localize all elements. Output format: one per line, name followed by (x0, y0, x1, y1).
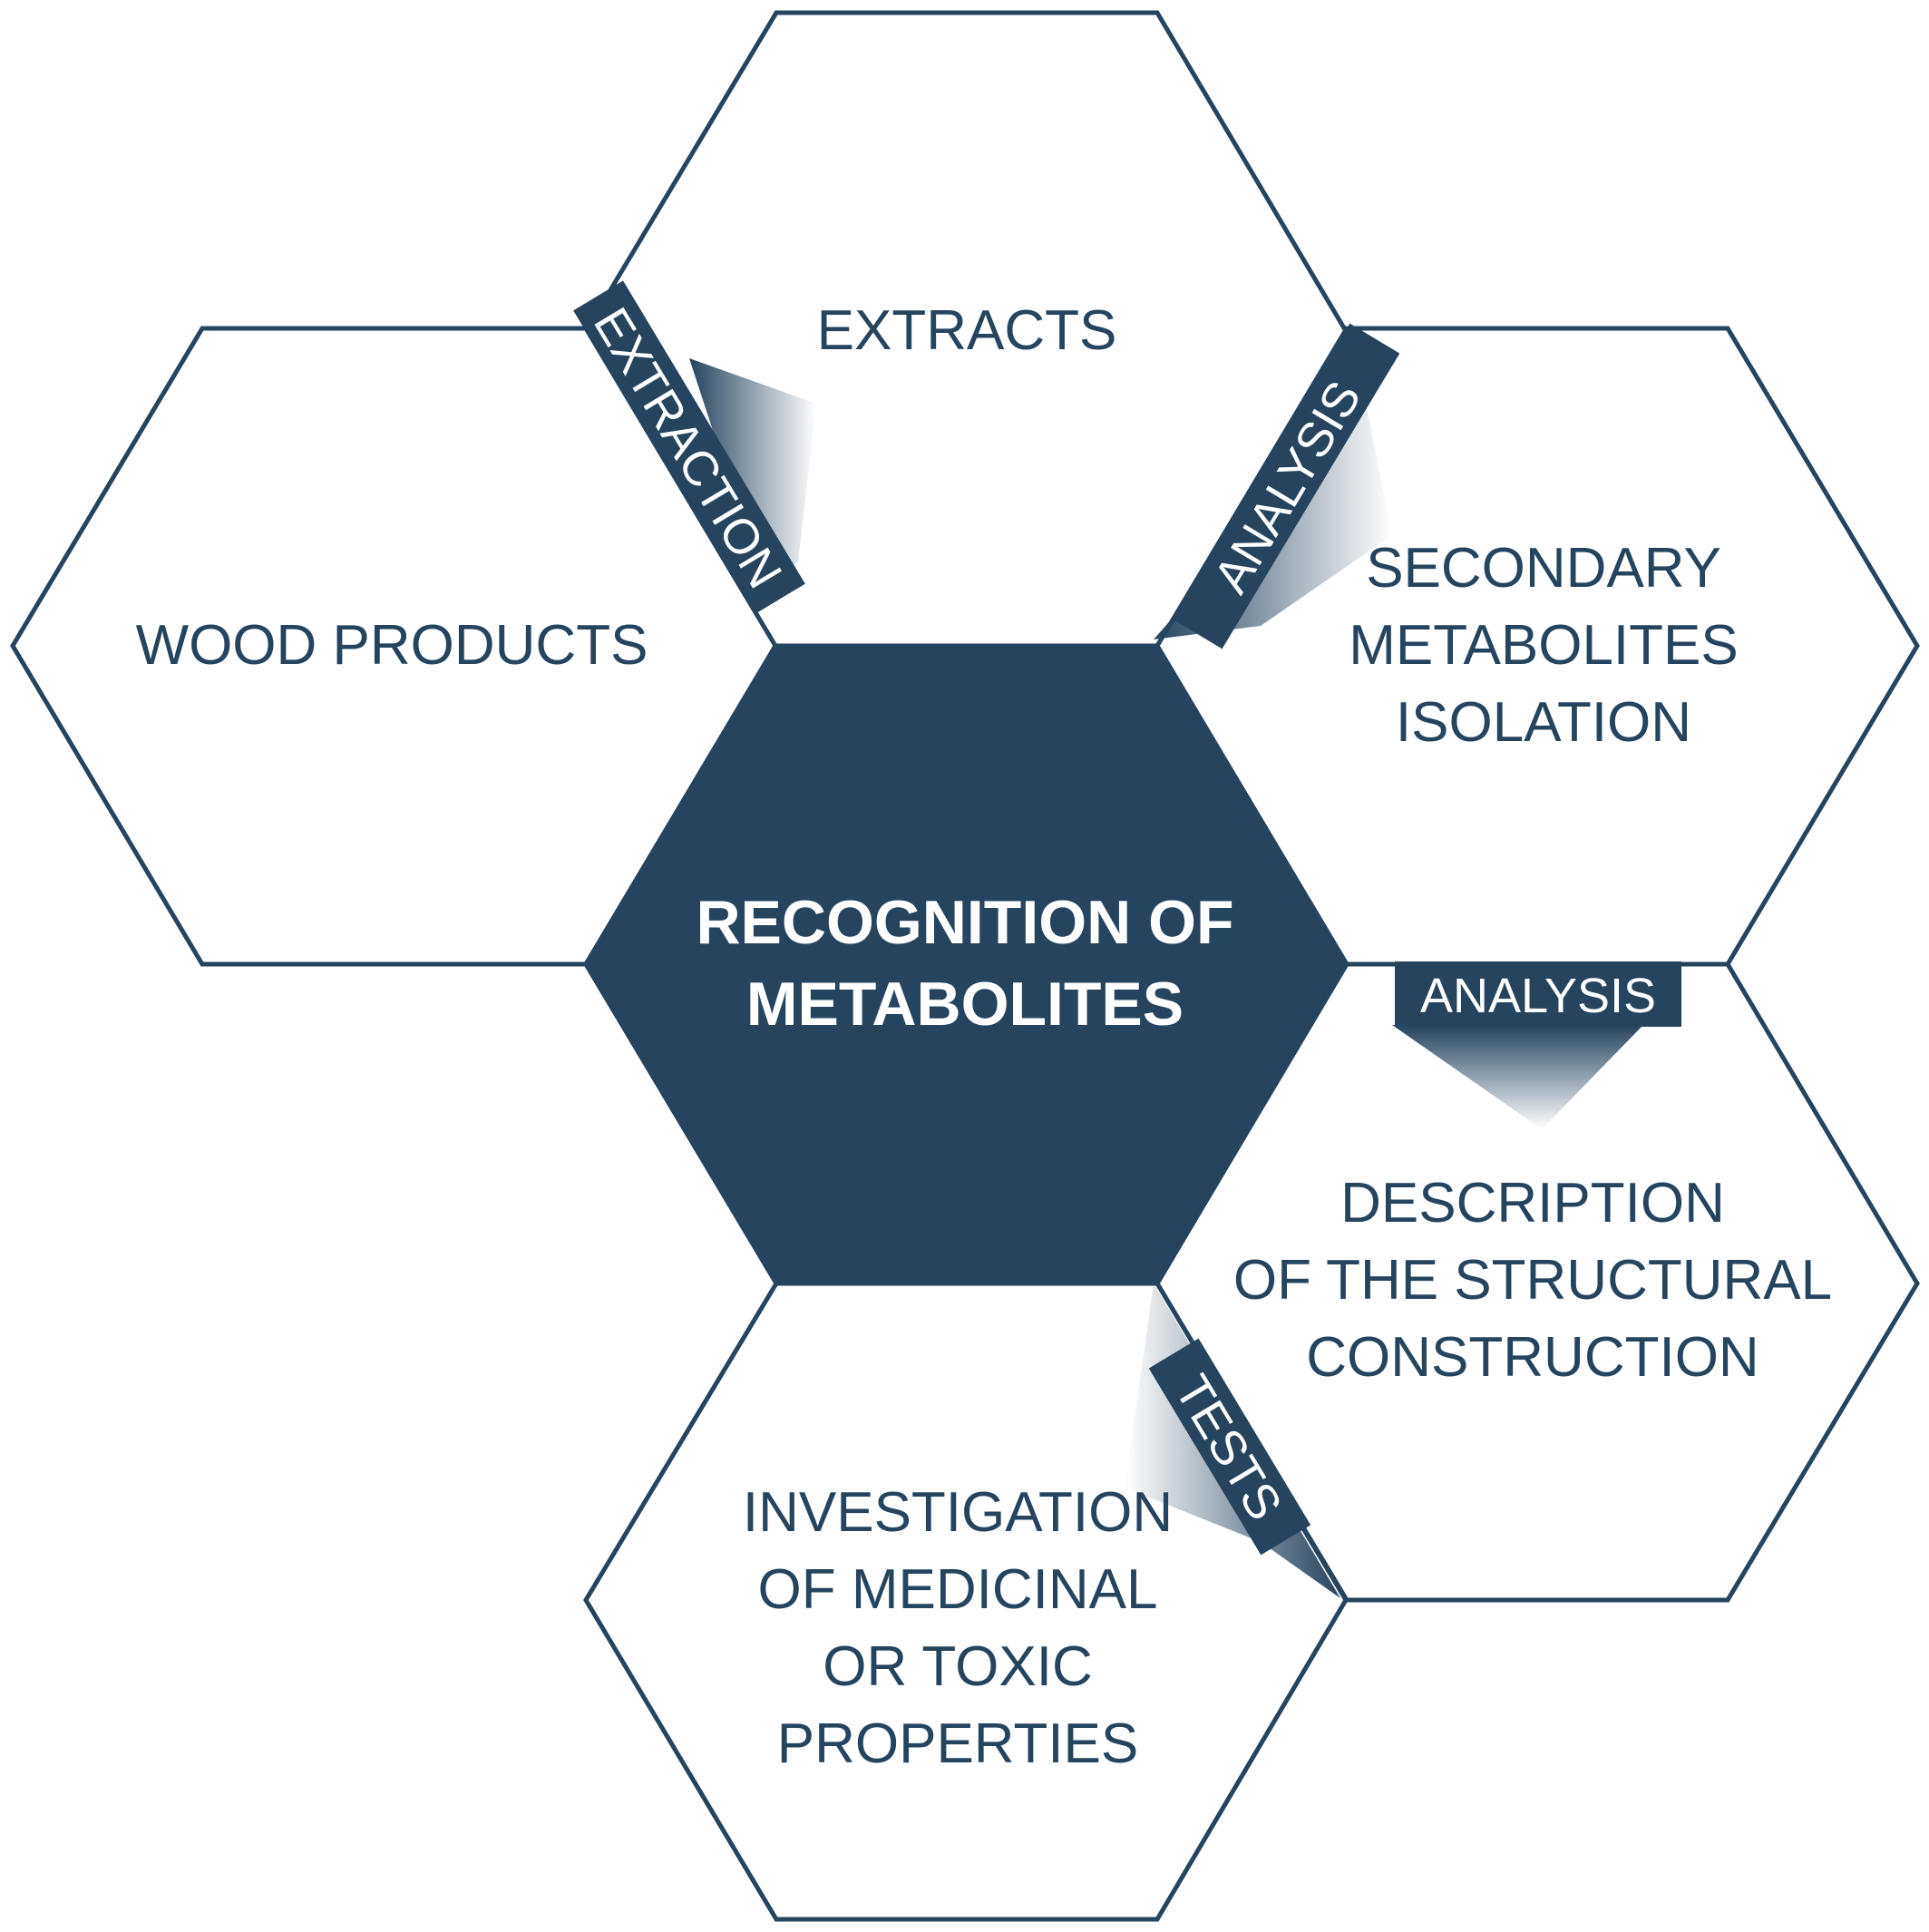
investigation-line-1: INVESTIGATION (743, 1481, 1173, 1544)
center-line-2: METABOLITES (746, 970, 1184, 1039)
node-wood-products-label: WOOD PRODUCTS (136, 614, 648, 677)
analysis-arrow-2 (1392, 1025, 1643, 1129)
investigation-line-4: PROPERTIES (777, 1712, 1139, 1775)
secondary-line-1: SECONDARY (1366, 537, 1721, 600)
secondary-line-3: ISOLATION (1396, 691, 1691, 754)
analysis-band-1-bg (1172, 323, 1400, 649)
description-line-1: DESCRIPTION (1340, 1172, 1725, 1234)
investigation-line-3: OR TOXIC (823, 1635, 1092, 1698)
analysis-label-2: ANALYSIS (1420, 969, 1656, 1023)
node-investigation-label: INVESTIGATION OF MEDICINAL OR TOXIC PROP… (743, 1481, 1173, 1775)
center-line-1: RECOGNITION OF (696, 888, 1233, 957)
tests-band-bg (1148, 1338, 1311, 1556)
investigation-line-2: OF MEDICINAL (758, 1558, 1158, 1621)
description-line-2: OF THE STRUCTURAL (1233, 1249, 1832, 1312)
extraction-band-bg (573, 280, 805, 614)
node-description-label: DESCRIPTION OF THE STRUCTURAL CONSTRUCTI… (1233, 1172, 1832, 1389)
secondary-line-2: METABOLITES (1349, 614, 1739, 677)
node-extracts-label: EXTRACTS (817, 299, 1117, 362)
node-secondary-metabolites-label: SECONDARY METABOLITES ISOLATION (1349, 537, 1739, 754)
extraction-arrow (689, 358, 816, 581)
description-line-3: CONSTRUCTION (1306, 1326, 1759, 1389)
center-label: RECOGNITION OF METABOLITES (696, 888, 1233, 1039)
hexagon-center (583, 643, 1349, 1286)
analysis-band-2-bg (1395, 961, 1681, 1027)
analysis-band-2: ANALYSIS (1395, 961, 1681, 1027)
